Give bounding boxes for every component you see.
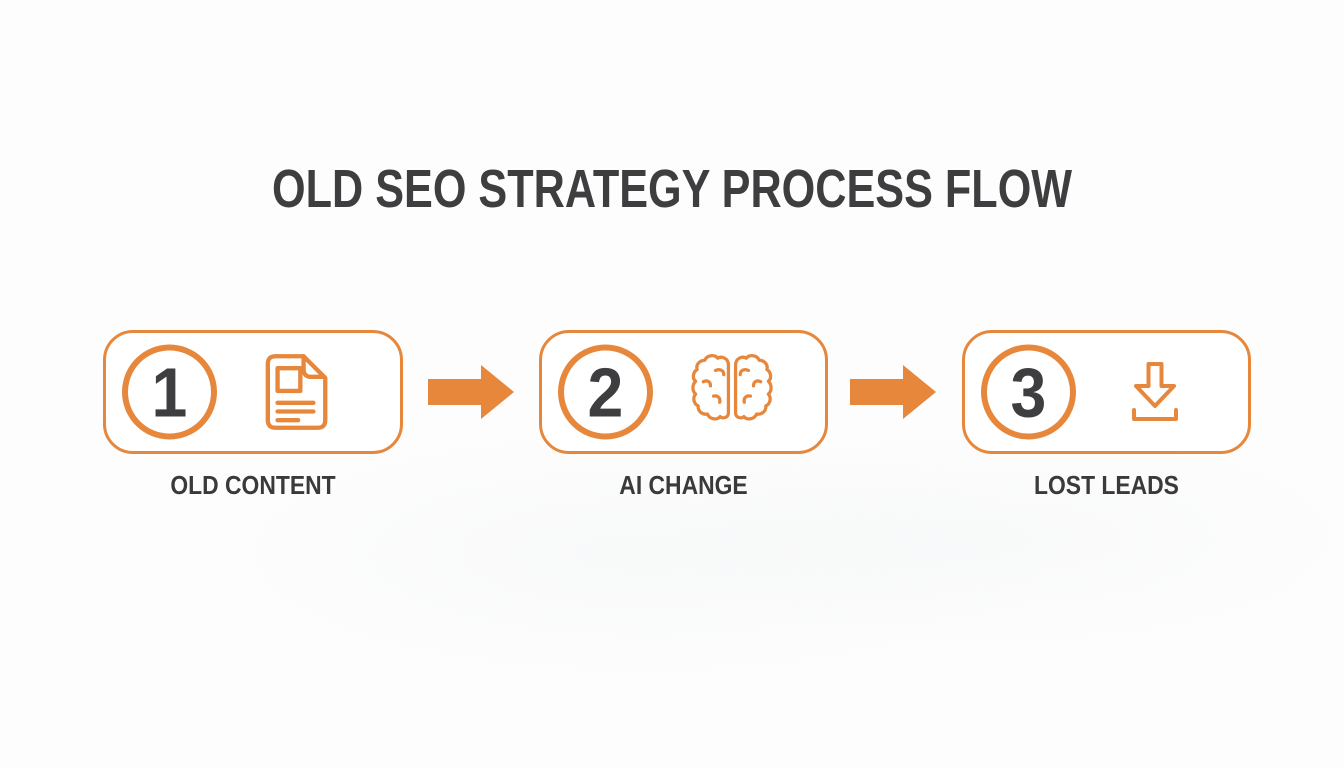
step-3-number-circle: 3 [981,344,1076,440]
arrow-right-icon [428,363,514,426]
step-3-number: 3 [1010,353,1047,431]
step-3-box: 3 [962,330,1251,454]
download-icon [1113,347,1197,437]
step-2-number-circle: 2 [558,344,653,440]
step-3-label: LOST LEADS [1034,470,1179,500]
step-1-old-content: 1 OLD CONTENT [103,330,403,500]
step-2-box: 2 [539,330,828,454]
step-2-ai-change: 2 AI CHANGE [539,330,828,500]
step-1-number-circle: 1 [122,344,217,440]
arrow-right-icon [850,363,936,426]
brain-icon [690,347,774,437]
step-1-label: OLD CONTENT [170,470,336,500]
step-2-number: 2 [587,353,624,431]
page-title: OLD SEO STRATEGY PROCESS FLOW [271,159,1073,219]
document-icon [254,347,338,437]
step-1-box: 1 [103,330,403,454]
step-3-lost-leads: 3 LOST LEADS [962,330,1251,500]
step-1-number: 1 [151,353,188,431]
title-row: OLD SEO STRATEGY PROCESS FLOW [0,158,1344,220]
step-2-label: AI CHANGE [619,470,748,500]
